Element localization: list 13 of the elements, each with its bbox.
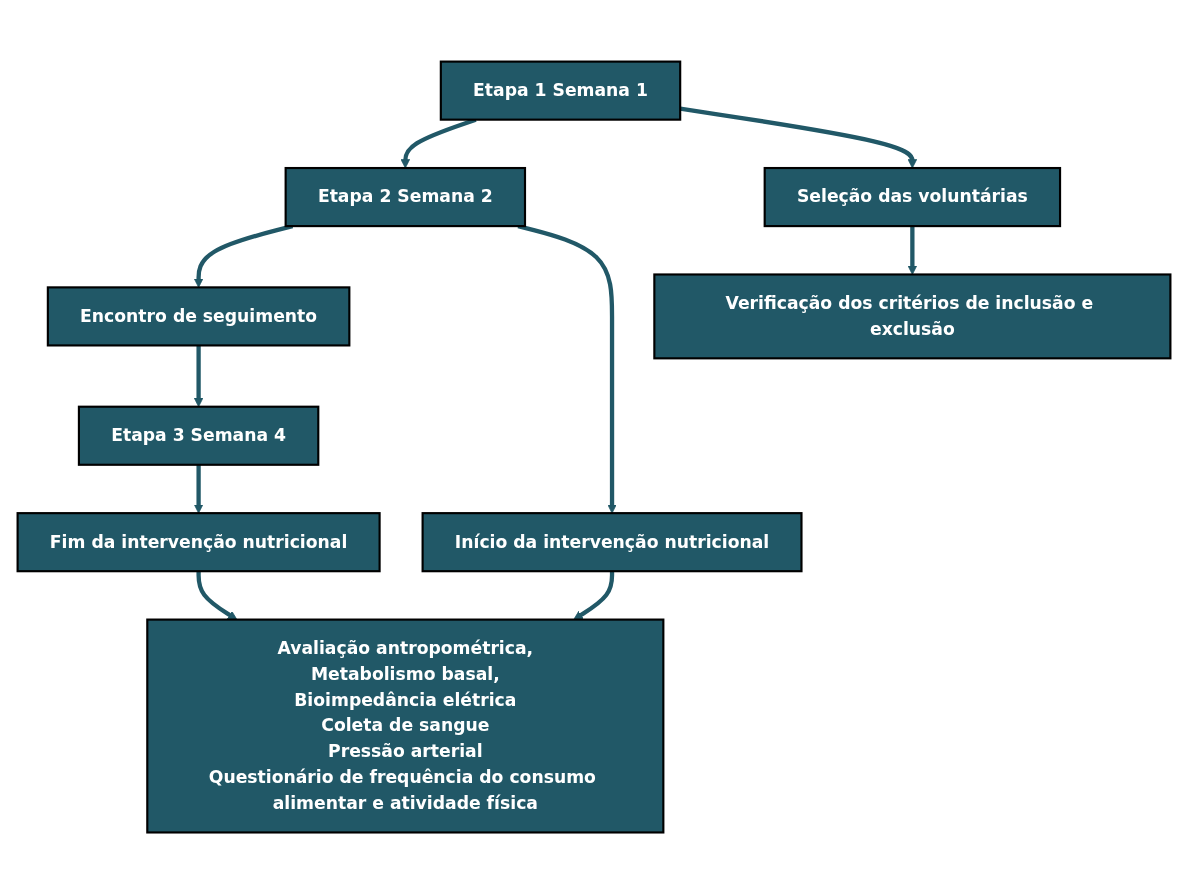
node-box: Avaliação antropométrica, Metabolismo basal, Bioimpedância elétrica Coleta de sangue Pressão arterial Questionário de frequência do consumo alimentar e atividade física bbox=[145, 619, 664, 834]
node-box: Etapa 3 Semana 4 bbox=[77, 406, 319, 467]
node-box: Fim da intervenção nutricional bbox=[16, 512, 381, 573]
arrow bbox=[679, 107, 917, 169]
node-box: Etapa 1 Semana 1 bbox=[439, 61, 681, 122]
arrow bbox=[195, 571, 237, 621]
node-box: Início da intervenção nutricional bbox=[421, 512, 803, 573]
arrow bbox=[572, 571, 614, 621]
node-box: Verificação dos critérios de inclusão e exclusão bbox=[652, 273, 1171, 360]
node-box: Seleção das voluntárias bbox=[763, 167, 1061, 228]
arrow bbox=[193, 345, 203, 408]
node-box: Encontro de seguimento bbox=[46, 286, 350, 347]
node-box: Etapa 2 Semana 2 bbox=[284, 167, 526, 228]
